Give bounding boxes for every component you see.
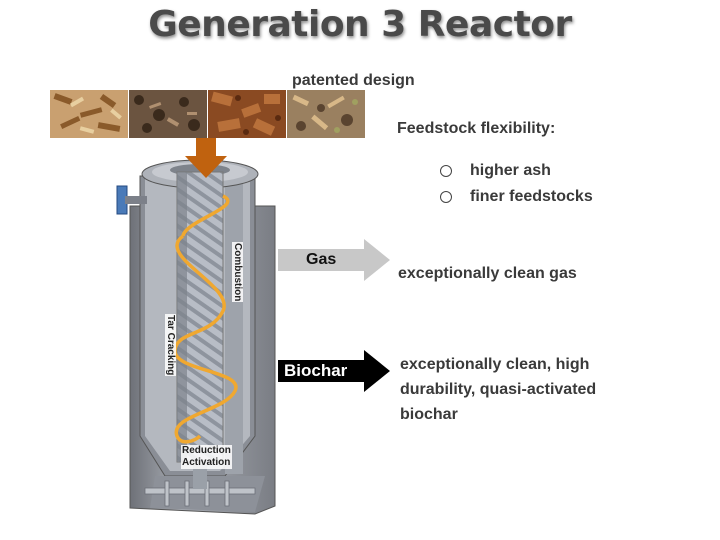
bullet-item: higher ash — [440, 158, 593, 184]
gas-description: exceptionally clean gas — [398, 265, 577, 282]
wood-chips-image — [50, 90, 128, 138]
feedstock-heading: Feedstock flexibility: — [397, 120, 556, 137]
gas-arrow: Gas — [278, 239, 390, 281]
bark-chips-image — [208, 90, 286, 138]
biochar-arrow: Biochar — [278, 350, 390, 392]
dark-wood-chips-image — [129, 90, 207, 138]
slide-title: Generation 3 Reactor — [148, 4, 572, 45]
combustion-label: Combustion — [232, 242, 243, 303]
biochar-description: exceptionally clean, high durability, qu… — [400, 356, 597, 423]
reduction-activation-label: Reduction Activation — [181, 445, 232, 469]
circle-bullet-icon — [440, 191, 452, 203]
mixed-chips-image — [287, 90, 365, 138]
feed-down-arrow — [185, 138, 227, 178]
feedstock-bullets: higher ash finer feedstocks — [440, 158, 593, 210]
patented-design-label: patented design — [292, 72, 415, 89]
gas-label: Gas — [306, 251, 337, 268]
biochar-arrow-shape — [278, 350, 390, 392]
biochar-label: Biochar — [284, 361, 348, 380]
feedstock-images — [50, 90, 366, 138]
tar-cracking-label: Tar Cracking — [165, 314, 176, 377]
bullet-item: finer feedstocks — [440, 184, 593, 210]
gas-arrow-shape — [278, 239, 390, 281]
circle-bullet-icon — [440, 165, 452, 177]
